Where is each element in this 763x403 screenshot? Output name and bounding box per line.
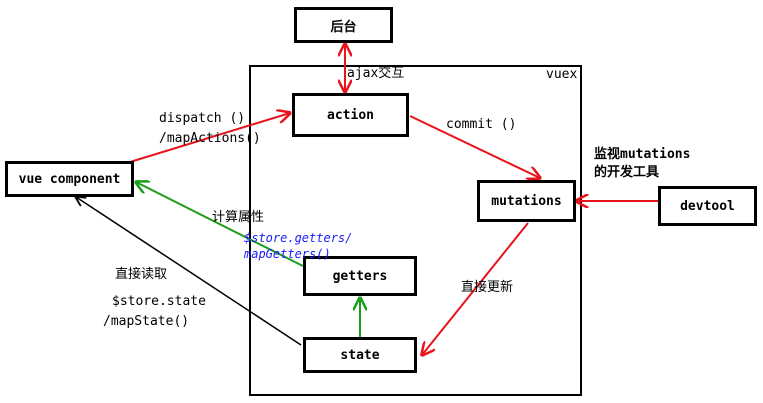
read-direct-label: 直接读取	[115, 267, 168, 282]
devtool-node: devtool	[658, 186, 757, 226]
getters-api-line2: mapGetters()	[244, 247, 331, 261]
monitor-label-line2: 的开发工具	[594, 165, 660, 180]
arrow-state-component	[76, 197, 302, 346]
update-direct-label: 直接更新	[461, 280, 514, 295]
getters-node: getters	[303, 256, 417, 296]
arrow-dispatch	[129, 113, 290, 163]
arrow-getters-component	[136, 182, 304, 267]
commit-label: commit ()	[446, 117, 517, 132]
state-node: state	[303, 337, 417, 373]
monitor-label-line1: 监视mutations	[594, 147, 691, 162]
ajax-label: ajax交互	[347, 66, 405, 81]
vuex-container-title: vuex	[546, 67, 578, 82]
arrow-commit	[409, 115, 540, 178]
getters-api-line1: $store.getters/	[244, 231, 353, 245]
vuex-container	[249, 65, 582, 396]
state-api-line2: /mapState()	[103, 314, 190, 329]
dispatch-label-line1: dispatch ()	[159, 111, 246, 126]
vue-component-node: vue component	[5, 161, 134, 197]
backend-node: 后台	[294, 7, 393, 43]
mutations-node: mutations	[477, 180, 576, 222]
dispatch-label-line2: /mapActions()	[159, 131, 261, 146]
action-node: action	[292, 93, 409, 137]
computed-label: 计算属性	[212, 210, 265, 225]
state-api-line1: $store.state	[112, 294, 206, 309]
arrow-update	[422, 222, 529, 355]
